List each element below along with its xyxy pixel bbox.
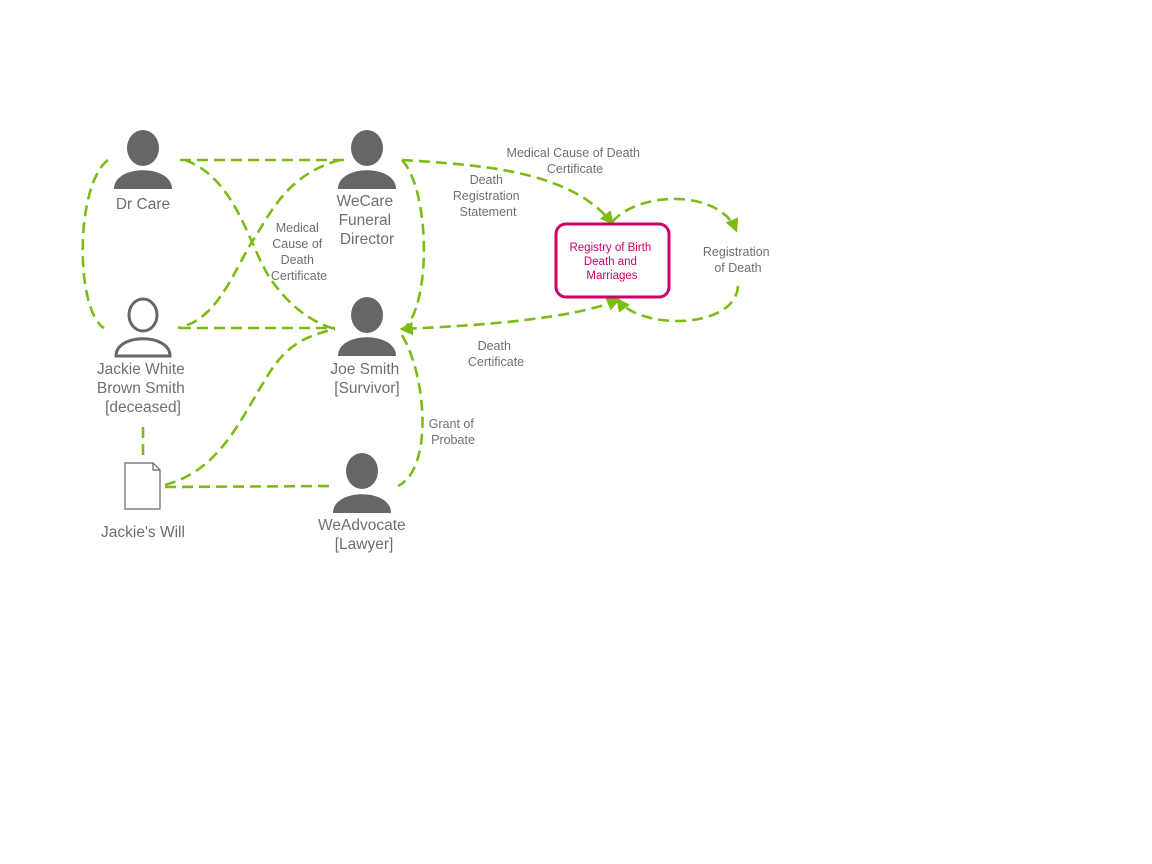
node-label: Jackie's Will [101,524,185,541]
edge-drcare-jackie [81,158,109,330]
edge-wecare-joe [401,159,426,331]
node-wecare-funeral-director[interactable]: WeCare Funeral Director [337,130,398,248]
edge-will-weadvocate [164,484,336,489]
node-jackies-will[interactable]: Jackie's Will [101,462,185,541]
person-filled-icon [338,130,396,189]
edge-label-death-certificate: Death Certificate [468,339,524,369]
edge-will-joe [164,327,336,487]
edge-label-medical-cause-mid: Medical Cause of Death Certificate [271,221,327,283]
connectors [81,158,740,489]
node-jackie-deceased[interactable]: Jackie White Brown Smith [deceased] [97,297,189,416]
person-filled-icon [333,453,391,513]
registry-box [554,222,671,299]
edge-label-grant-of-probate: Grant of Probate [429,417,478,447]
document-icon [124,462,161,510]
node-label: Jackie White Brown Smith [deceased] [97,361,189,416]
person-filled-icon [338,297,396,356]
edge-drcare-joe [184,158,336,331]
edge-registry-registration-loop [611,197,739,233]
edge-joe-weadvocate [397,334,424,488]
edge-wecare-jackie [177,158,341,330]
edge-registration-loop-return [616,285,740,323]
edge-label-death-registration-statement: Death Registration Statement [453,173,523,219]
node-registry[interactable]: Registry of Birth Death and Marriages [554,222,671,299]
node-label: Dr Care [116,196,170,213]
edge-label-registration-of-death: Registration of Death [703,245,773,275]
node-dr-care[interactable]: Dr Care [114,130,172,213]
node-label: WeCare Funeral Director [337,193,398,248]
node-label: Joe Smith [Survivor] [330,361,403,397]
node-label: Registry of Birth Death and Marriages [569,242,654,282]
person-outline-icon [114,297,172,358]
edge-wecare-registry [401,158,614,226]
node-weadvocate-lawyer[interactable]: WeAdvocate [Lawyer] [318,453,410,553]
node-label: WeAdvocate [Lawyer] [318,517,410,553]
node-joe-smith[interactable]: Joe Smith [Survivor] [330,297,403,397]
person-filled-icon [114,130,172,189]
edge-label-medical-cause-top: Medical Cause of Death Certificate [507,146,644,176]
edge-registry-joe [399,297,621,336]
